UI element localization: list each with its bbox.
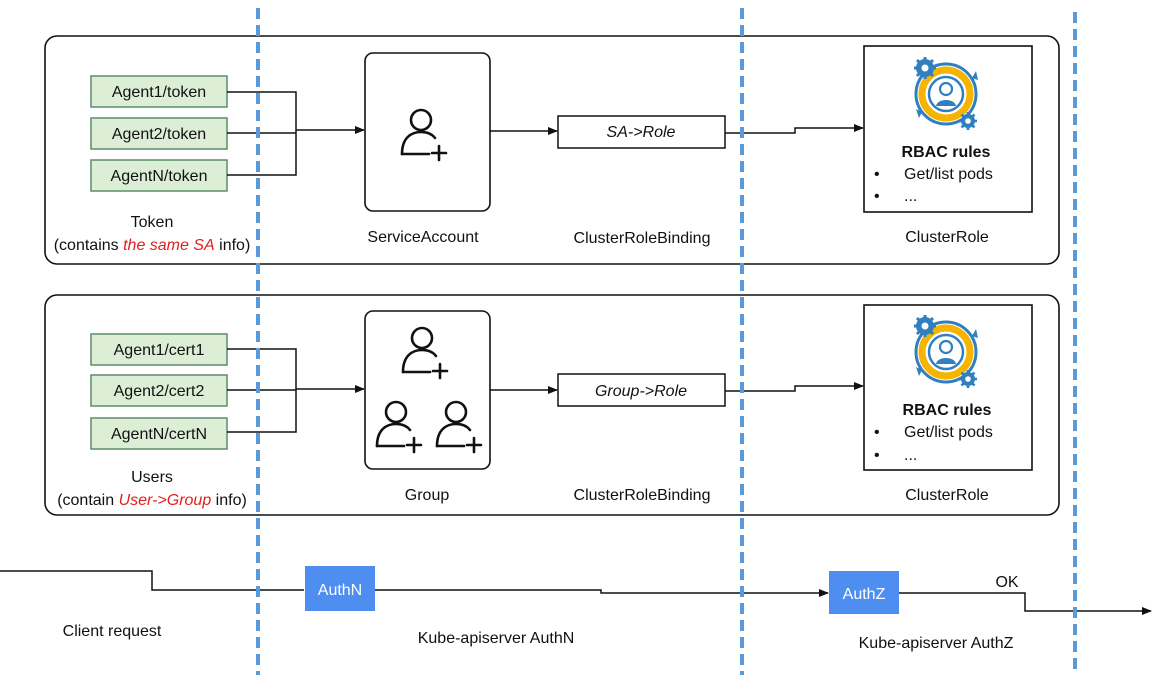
bottom-rbac-bullet-1: •: [874, 424, 880, 441]
bottom-caption-line1: Users: [131, 469, 173, 486]
svg-text:AuthZ: AuthZ: [843, 586, 886, 603]
top-caption-line2: (contains the same SA info): [54, 237, 251, 254]
bottom-binding-box: [557, 373, 726, 407]
top-binding-caption: ClusterRoleBinding: [574, 230, 711, 247]
bottom-agent-2: Agent2/cert2: [90, 374, 228, 407]
top-binding-box: [557, 115, 726, 149]
svg-text:AuthN: AuthN: [318, 582, 362, 599]
top-rbac-bullet-1: •: [874, 166, 880, 183]
client-request-line: [0, 570, 304, 591]
top-agent-2: Agent2/token: [90, 117, 228, 150]
svg-text:Agent1/token: Agent1/token: [112, 84, 206, 101]
top-caption-line1: Token: [131, 214, 174, 231]
bottom-agent-bracket: [227, 348, 297, 433]
top-binding-label: SA->Role: [607, 124, 676, 141]
bottom-panel: [44, 294, 1060, 516]
top-rbac-bullet-2: •: [874, 188, 880, 205]
authn-box: AuthN: [305, 566, 375, 611]
bottom-arrow-to-role: [725, 382, 864, 392]
top-agent-bracket: [227, 91, 297, 176]
svg-text:Agent2/cert2: Agent2/cert2: [114, 383, 205, 400]
bottom-rbac-bullet-2: •: [874, 447, 880, 464]
svg-text:Agent2/token: Agent2/token: [112, 126, 206, 143]
top-role-caption: ClusterRole: [905, 229, 989, 246]
top-agent-n: AgentN/token: [90, 159, 228, 192]
service-account-caption: ServiceAccount: [367, 229, 479, 246]
authz-box: AuthZ: [829, 571, 899, 614]
group-caption: Group: [405, 487, 450, 504]
svg-text:AgentN/token: AgentN/token: [111, 168, 208, 185]
top-cluster-role-box: [863, 45, 1033, 213]
ok-label: OK: [995, 574, 1018, 591]
bottom-rbac-title: RBAC rules: [903, 402, 992, 419]
ok-arrow: [899, 592, 1152, 615]
bottom-binding-label: Group->Role: [595, 383, 687, 400]
bottom-agent-1: Agent1/cert1: [90, 333, 228, 366]
bottom-caption-line2: (contain User->Group info): [57, 492, 247, 509]
top-panel: [44, 35, 1060, 265]
top-rbac-item-1: Get/list pods: [904, 166, 993, 183]
bottom-rbac-item-2: ...: [904, 447, 917, 464]
top-arrow-to-role: [725, 124, 864, 134]
bottom-cluster-role-box: [863, 304, 1033, 471]
top-rbac-item-2: ...: [904, 188, 917, 205]
bottom-agent-n: AgentN/certN: [90, 417, 228, 450]
top-agent-1: Agent1/token: [90, 75, 228, 108]
svg-text:AgentN/certN: AgentN/certN: [111, 426, 207, 443]
bottom-role-caption: ClusterRole: [905, 487, 989, 504]
top-rbac-title: RBAC rules: [902, 144, 991, 161]
bottom-binding-caption: ClusterRoleBinding: [574, 487, 711, 504]
bottom-rbac-item-1: Get/list pods: [904, 424, 993, 441]
authz-caption: Kube-apiserver AuthZ: [859, 635, 1014, 652]
client-request-caption: Client request: [63, 623, 162, 640]
authn-to-authz-arrow: [375, 589, 829, 597]
authn-caption: Kube-apiserver AuthN: [418, 630, 575, 647]
svg-text:Agent1/cert1: Agent1/cert1: [114, 342, 205, 359]
